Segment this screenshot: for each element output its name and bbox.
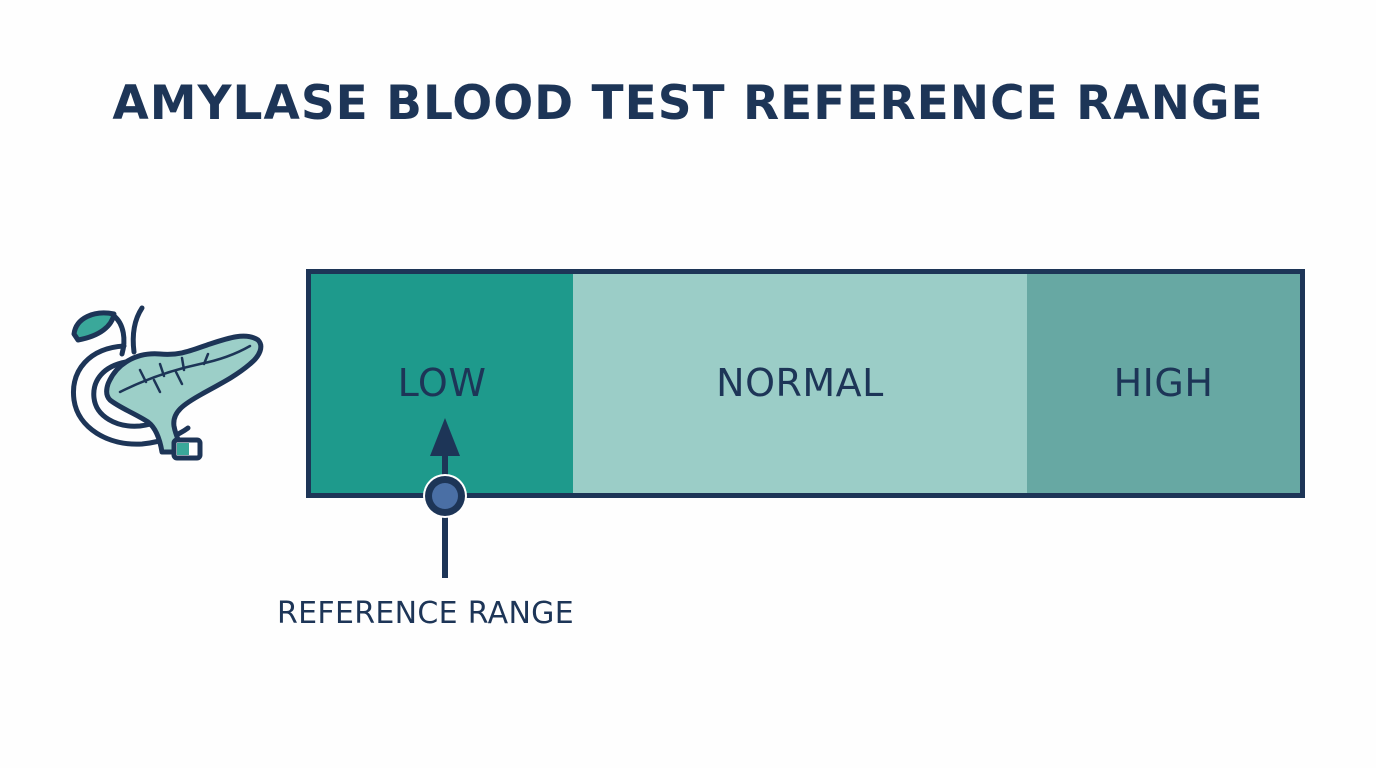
segment-high-label: HIGH (1113, 360, 1214, 405)
reference-pointer (423, 418, 467, 578)
reference-range-bar: LOW NORMAL HIGH (306, 269, 1305, 498)
segment-high: HIGH (1027, 274, 1300, 493)
segment-low-label: LOW (397, 360, 487, 405)
segment-normal: NORMAL (573, 274, 1027, 493)
page-title: AMYLASE BLOOD TEST REFERENCE RANGE (112, 76, 1264, 131)
circle-marker-icon (423, 474, 467, 518)
reference-range-label: REFERENCE RANGE (277, 596, 574, 631)
segment-normal-label: NORMAL (716, 360, 884, 405)
pancreas-icon (71, 305, 264, 461)
